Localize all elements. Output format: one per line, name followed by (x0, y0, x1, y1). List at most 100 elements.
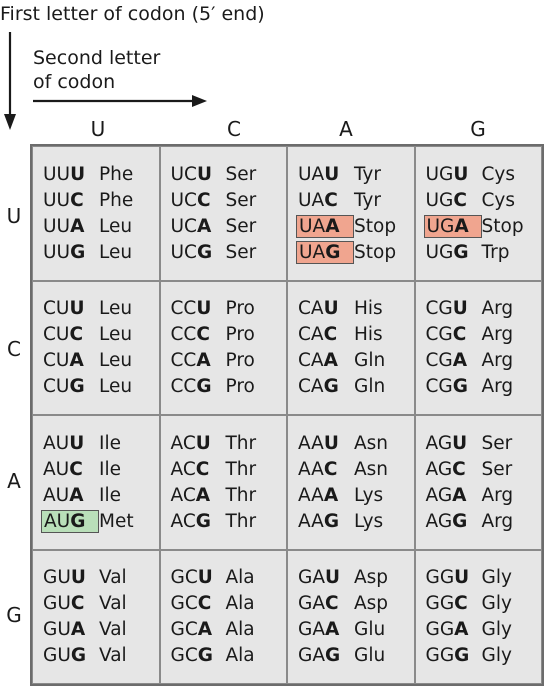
amino-acid: Leu (99, 298, 133, 320)
codon: UUA (41, 216, 99, 237)
amino-acid: Gly (481, 567, 512, 589)
codon-first-second-bases: UA (298, 163, 325, 185)
codon-third-base: A (454, 619, 469, 641)
amino-acid: Gln (354, 376, 386, 398)
codon: AAU (296, 433, 354, 454)
amino-acid: Leu (99, 350, 133, 372)
codon-third-base: A (452, 484, 467, 506)
codon-first-second-bases: GA (298, 645, 325, 667)
codon: GGC (424, 593, 482, 614)
codon-first-second-bases: UG (425, 241, 454, 263)
amino-acid: Ser (481, 458, 513, 480)
codon-first-second-bases: GG (425, 619, 455, 641)
codon-third-base: C (197, 593, 212, 615)
codon: ACC (169, 459, 226, 480)
codon: UAU (296, 164, 354, 185)
codon-first-second-bases: UC (170, 241, 197, 263)
amino-acid: His (354, 298, 383, 320)
codon-first-second-bases: CU (43, 376, 70, 398)
codon-first-second-bases: GG (425, 567, 455, 589)
amino-acid: Ala (225, 619, 255, 641)
codon-first-second-bases: CU (43, 350, 70, 372)
codon-third-base: A (195, 484, 211, 506)
codon-third-base: A (69, 484, 84, 506)
codon-third-base: G (196, 241, 213, 263)
amino-acid: Ser (225, 163, 257, 185)
codon-third-base: U (196, 163, 212, 185)
start-codon: AUG (41, 509, 99, 533)
amino-acid: Ala (225, 645, 255, 667)
amino-acid: Ser (225, 241, 257, 263)
codon: CCC (169, 324, 226, 345)
codon-third-base: U (69, 298, 85, 320)
codon: CGA (424, 350, 482, 371)
codon-first-second-bases: GC (170, 619, 198, 641)
codon-first-second-bases: AC (170, 484, 196, 506)
codon: ACU (169, 433, 226, 454)
codon-third-base: C (323, 324, 338, 346)
codon-first-second-bases: CA (298, 376, 324, 398)
right-arrow-icon (33, 95, 207, 107)
codon-first-second-bases: AA (298, 432, 324, 454)
codon: GCU (169, 567, 226, 588)
codon-third-base: C (324, 189, 338, 211)
codon: CAG (296, 376, 354, 397)
amino-acid: Tyr (354, 189, 381, 211)
codon-first-second-bases: UU (43, 215, 71, 237)
codon-third-base: A (325, 215, 340, 237)
stop-codon: UGA (423, 214, 482, 238)
amino-acid: Val (99, 645, 127, 667)
row-header-u: U (6, 204, 22, 228)
codon-third-base: G (325, 241, 341, 263)
amino-acid: Leu (99, 215, 133, 237)
codon-third-base: A (70, 619, 86, 641)
column-header-u: U (90, 117, 106, 141)
codon: CUA (41, 350, 99, 371)
codon-third-base: U (196, 298, 212, 320)
amino-acid: Gly (481, 645, 512, 667)
codon-first-second-bases: GG (425, 593, 455, 615)
codon: CAA (296, 350, 354, 371)
amino-acid: Glu (354, 619, 386, 641)
codon-first-second-bases: CC (170, 376, 197, 398)
codon: GUG (41, 645, 99, 666)
codon: UGU (424, 164, 482, 185)
codon-first-second-bases: CC (170, 324, 197, 346)
codon-first-second-bases: GC (170, 593, 198, 615)
row-header-g: G (6, 603, 22, 627)
stop-codon: UAA (296, 214, 354, 238)
codon: AUA (41, 485, 99, 506)
codon-third-base: A (323, 484, 339, 506)
codon: ACA (169, 485, 226, 506)
codon-third-base: G (70, 241, 86, 263)
amino-acid: Phe (99, 189, 134, 211)
codon: CUU (41, 298, 99, 319)
codon-third-base: U (454, 567, 470, 589)
codon-third-base: G (70, 510, 86, 532)
codon-first-second-bases: CC (170, 350, 197, 372)
codon-third-base: U (323, 298, 339, 320)
